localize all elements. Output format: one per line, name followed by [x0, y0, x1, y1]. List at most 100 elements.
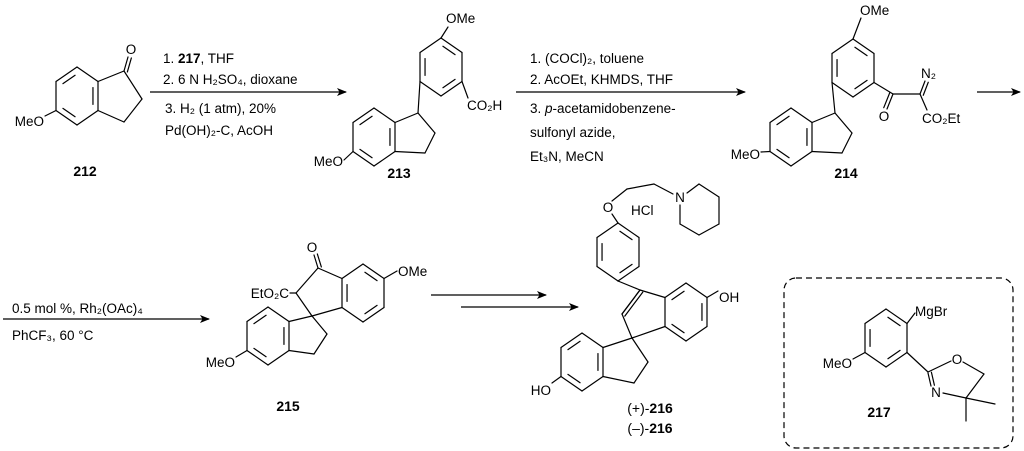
atom-label-carbonyl-o-212: O	[126, 42, 137, 57]
step1-condition-4: Pd(OH)₂-C, AcOH	[165, 123, 273, 138]
bond	[873, 81, 894, 95]
step2-condition-4: sulfonyl azide,	[530, 125, 616, 140]
bond	[352, 107, 375, 124]
aromatic-bond	[364, 304, 378, 315]
atom-label-o-217: O	[952, 352, 963, 367]
atom-label-n-216: N	[675, 190, 685, 205]
atom-label-ketone-o-215: O	[307, 240, 318, 255]
atom-label-meo-214: MeO	[731, 147, 760, 162]
atom-label-meo-213: MeO	[314, 154, 343, 169]
bond	[639, 289, 666, 299]
bond	[267, 349, 290, 366]
bond	[602, 375, 635, 384]
bond	[864, 351, 887, 368]
bond	[631, 337, 649, 363]
bond	[664, 282, 687, 299]
bond	[831, 81, 854, 98]
bond	[811, 112, 836, 124]
double-bond	[621, 289, 641, 315]
bond	[311, 306, 343, 317]
double-bond	[624, 291, 644, 317]
bond	[394, 112, 419, 124]
bond	[313, 333, 328, 355]
atom-label-hcl-216: HCl	[631, 203, 654, 218]
bond	[611, 188, 628, 202]
bond	[831, 81, 836, 114]
bond	[633, 361, 649, 384]
bond	[123, 70, 143, 100]
bond	[311, 315, 328, 335]
bond	[76, 66, 99, 83]
atom-label-co2et-214: CO₂Et	[922, 111, 960, 126]
bond	[317, 267, 343, 280]
compound-label-216-minus: (–)-216	[627, 420, 672, 436]
bond	[852, 351, 866, 360]
aromatic-bond	[567, 340, 581, 351]
bond	[424, 132, 436, 154]
bond	[831, 38, 854, 55]
bond	[698, 223, 720, 236]
bond	[55, 109, 78, 126]
bond	[906, 312, 916, 325]
atom-label-ome-215: OMe	[398, 264, 427, 279]
double-bond	[919, 80, 926, 95]
bond	[664, 325, 687, 342]
atom-label-mgbr-217: MgBr	[915, 304, 948, 319]
bond	[235, 349, 248, 358]
bond	[942, 392, 967, 399]
bond	[685, 325, 708, 342]
step3-condition-2: PhCF₃, 60 °C	[12, 328, 94, 343]
bond	[617, 265, 640, 282]
step1-condition-1: 1. 217, THF	[163, 51, 234, 66]
aromatic-bond	[619, 263, 633, 274]
bond	[343, 150, 354, 161]
bond	[852, 17, 862, 40]
step2-condition-1: 1. (COCl)₂, toluene	[530, 51, 644, 66]
aromatic-bond	[62, 107, 76, 118]
reagent-217-box	[783, 277, 1014, 449]
bond	[885, 308, 908, 325]
bond	[288, 349, 315, 355]
bond	[373, 107, 396, 124]
atom-label-ome-213: OMe	[446, 11, 475, 26]
double-bond	[886, 93, 894, 110]
aromatic-bond	[62, 74, 76, 85]
bond	[44, 109, 57, 117]
aromatic-bond	[253, 347, 267, 358]
aromatic-bond	[887, 316, 901, 327]
bond	[769, 150, 792, 167]
bond	[288, 315, 313, 323]
bond	[596, 222, 619, 239]
bond	[906, 351, 929, 373]
bond	[621, 313, 633, 339]
aromatic-bond	[253, 314, 267, 325]
bond	[440, 80, 463, 97]
bond	[596, 265, 619, 282]
step1-condition-3: 3. H₂ (1 atm), 20%	[165, 101, 276, 116]
bond	[383, 270, 398, 280]
bond	[417, 112, 436, 134]
bond	[440, 37, 463, 54]
aromatic-bond	[567, 373, 581, 384]
aromatic-bond	[776, 115, 790, 126]
bond	[919, 93, 928, 111]
bond	[267, 306, 290, 323]
aromatic-bond	[776, 148, 790, 159]
bond	[341, 306, 364, 323]
bond	[362, 306, 385, 323]
atom-label-n2-214: N₂	[921, 66, 936, 81]
bond	[373, 150, 396, 167]
double-bond	[930, 371, 936, 386]
bond	[419, 37, 442, 54]
bond	[852, 38, 875, 55]
aromatic-bond	[359, 148, 373, 159]
bond	[811, 150, 843, 154]
aromatic-bond	[442, 78, 456, 89]
aromatic-bond	[854, 79, 868, 90]
aromatic-bond	[671, 323, 685, 334]
atom-label-meo-217: MeO	[823, 356, 852, 371]
atom-label-ether-o-216: O	[603, 200, 614, 215]
atom-label-meo-212: MeO	[15, 114, 44, 129]
double-bond	[927, 372, 932, 387]
